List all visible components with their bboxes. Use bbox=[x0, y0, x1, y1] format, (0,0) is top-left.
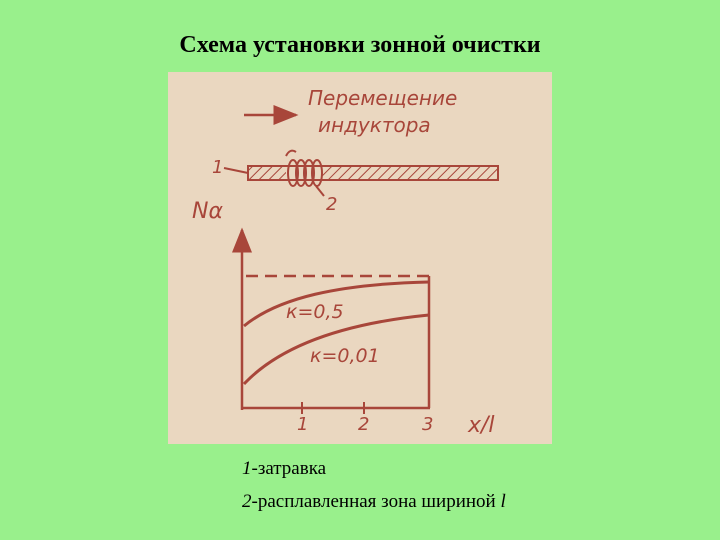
x-tick-label-3: 3 bbox=[422, 414, 433, 435]
curve-k-0-5 bbox=[243, 280, 430, 328]
arrow-label-line2: индуктора bbox=[318, 113, 431, 137]
legend-item-italic-suffix: l bbox=[500, 491, 506, 512]
inductor-coil-icon bbox=[285, 149, 323, 187]
legend-item: 1-затравка bbox=[242, 452, 506, 485]
legend-item-text: -затравка bbox=[251, 458, 327, 479]
legend: 1-затравка 2-расплавленная зона шириной … bbox=[242, 452, 506, 518]
legend-item: 2-расплавленная зона шириной l bbox=[242, 485, 506, 518]
curve-lower-label: к=0,01 bbox=[310, 345, 380, 367]
legend-item-number: 1 bbox=[242, 458, 252, 479]
part1-leader bbox=[223, 167, 249, 174]
part2-label: 2 bbox=[326, 194, 337, 215]
y-axis-label: Nα bbox=[192, 199, 223, 224]
zone-refining-figure: Перемещение индуктора 1 2 Nα к=0,5 к=0,0… bbox=[168, 72, 552, 444]
curve-k-0-01 bbox=[242, 313, 430, 386]
curve-upper-label: к=0,5 bbox=[286, 301, 344, 323]
seed-rod bbox=[247, 165, 499, 181]
part1-label: 1 bbox=[212, 157, 223, 178]
arrow-label-line1: Перемещение bbox=[308, 86, 457, 110]
x-axis-label: x/l bbox=[467, 413, 495, 438]
legend-item-number: 2 bbox=[242, 491, 252, 512]
x-tick-label-1: 1 bbox=[297, 414, 308, 435]
zone-refining-diagram: Перемещение индуктора 1 2 Nα к=0,5 к=0,0… bbox=[192, 86, 499, 438]
legend-item-text: -расплавленная зона шириной bbox=[251, 491, 501, 512]
part2-leader bbox=[315, 185, 325, 197]
x-tick-label-2: 2 bbox=[358, 414, 369, 435]
slide-title: Схема установки зонной очистки bbox=[179, 32, 541, 58]
